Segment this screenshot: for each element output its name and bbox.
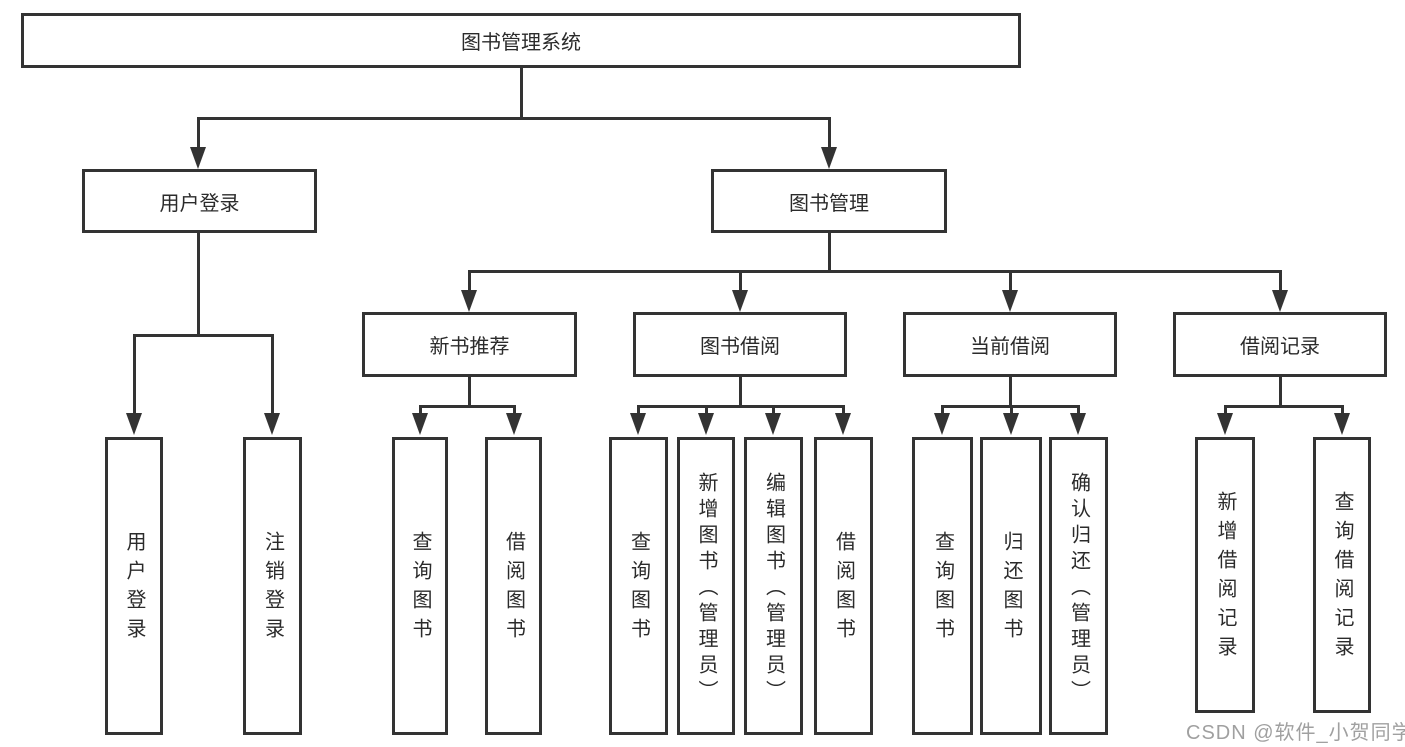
leaf-return-book: 归还图书 <box>980 437 1042 735</box>
node-current-borrow: 当前借阅 <box>903 312 1117 377</box>
connector-line <box>418 405 516 408</box>
arrow-down-icon <box>126 413 142 435</box>
arrow-down-icon <box>698 413 714 435</box>
connector-line <box>1009 406 1013 415</box>
arrow-down-icon <box>264 413 280 435</box>
connector-line <box>132 334 274 337</box>
node-book-management: 图书管理 <box>711 169 947 233</box>
connector-line <box>636 405 845 408</box>
arrow-down-icon <box>630 413 646 435</box>
arrow-down-icon <box>412 413 428 435</box>
arrow-down-icon <box>461 290 477 312</box>
leaf-borrow-book-1: 借阅图书 <box>485 437 542 735</box>
connector-line <box>1076 406 1080 415</box>
arrow-down-icon <box>934 413 950 435</box>
connector-line <box>132 335 136 415</box>
arrow-down-icon <box>1070 413 1086 435</box>
arrow-down-icon <box>835 413 851 435</box>
leaf-query-book-3: 查询图书 <box>912 437 973 735</box>
connector-line <box>1223 406 1227 415</box>
connector-line <box>519 68 523 118</box>
connector-line <box>771 406 775 415</box>
leaf-edit-book-admin: 编辑图书（管理员） <box>744 437 803 735</box>
arrow-down-icon <box>1334 413 1350 435</box>
connector-line <box>467 377 471 406</box>
node-new-book-recommend: 新书推荐 <box>362 312 577 377</box>
connector-line <box>196 117 831 120</box>
node-borrow-record: 借阅记录 <box>1173 312 1387 377</box>
connector-line <box>1278 377 1282 406</box>
connector-line <box>1008 377 1012 406</box>
leaf-add-borrow-record: 新增借阅记录 <box>1195 437 1255 713</box>
leaf-borrow-book-2: 借阅图书 <box>814 437 873 735</box>
connector-line <box>738 271 742 292</box>
connector-line <box>196 233 200 335</box>
connector-line <box>827 233 831 271</box>
watermark-text: CSDN @软件_小贺同学 <box>1186 722 1405 744</box>
arrow-down-icon <box>1003 413 1019 435</box>
arrow-down-icon <box>765 413 781 435</box>
arrow-down-icon <box>190 147 206 169</box>
connector-line <box>738 377 742 406</box>
leaf-confirm-return-admin: 确认归还（管理员） <box>1049 437 1108 735</box>
connector-line <box>1340 406 1344 415</box>
connector-line <box>704 406 708 415</box>
arrow-down-icon <box>1272 290 1288 312</box>
connector-line <box>940 406 944 415</box>
node-user-login: 用户登录 <box>82 169 317 233</box>
connector-line <box>196 118 200 149</box>
leaf-logout: 注销登录 <box>243 437 302 735</box>
node-root: 图书管理系统 <box>21 13 1021 68</box>
connector-line <box>1278 271 1282 292</box>
arrow-down-icon <box>1002 290 1018 312</box>
leaf-query-book-1: 查询图书 <box>392 437 448 735</box>
node-book-borrow: 图书借阅 <box>633 312 847 377</box>
connector-line <box>467 271 471 292</box>
connector-line <box>1008 271 1012 292</box>
leaf-user-login: 用户登录 <box>105 437 163 735</box>
connector-line <box>636 406 640 415</box>
arrow-down-icon <box>821 147 837 169</box>
arrow-down-icon <box>732 290 748 312</box>
arrow-down-icon <box>506 413 522 435</box>
connector-line <box>1223 405 1344 408</box>
connector-line <box>841 406 845 415</box>
arrow-down-icon <box>1217 413 1233 435</box>
leaf-query-borrow-record: 查询借阅记录 <box>1313 437 1371 713</box>
connector-line <box>512 406 516 415</box>
connector-line <box>467 270 1282 273</box>
connector-line <box>418 406 422 415</box>
leaf-query-book-2: 查询图书 <box>609 437 668 735</box>
leaf-add-book-admin: 新增图书（管理员） <box>677 437 735 735</box>
connector-line <box>270 335 274 415</box>
connector-line <box>827 118 831 149</box>
